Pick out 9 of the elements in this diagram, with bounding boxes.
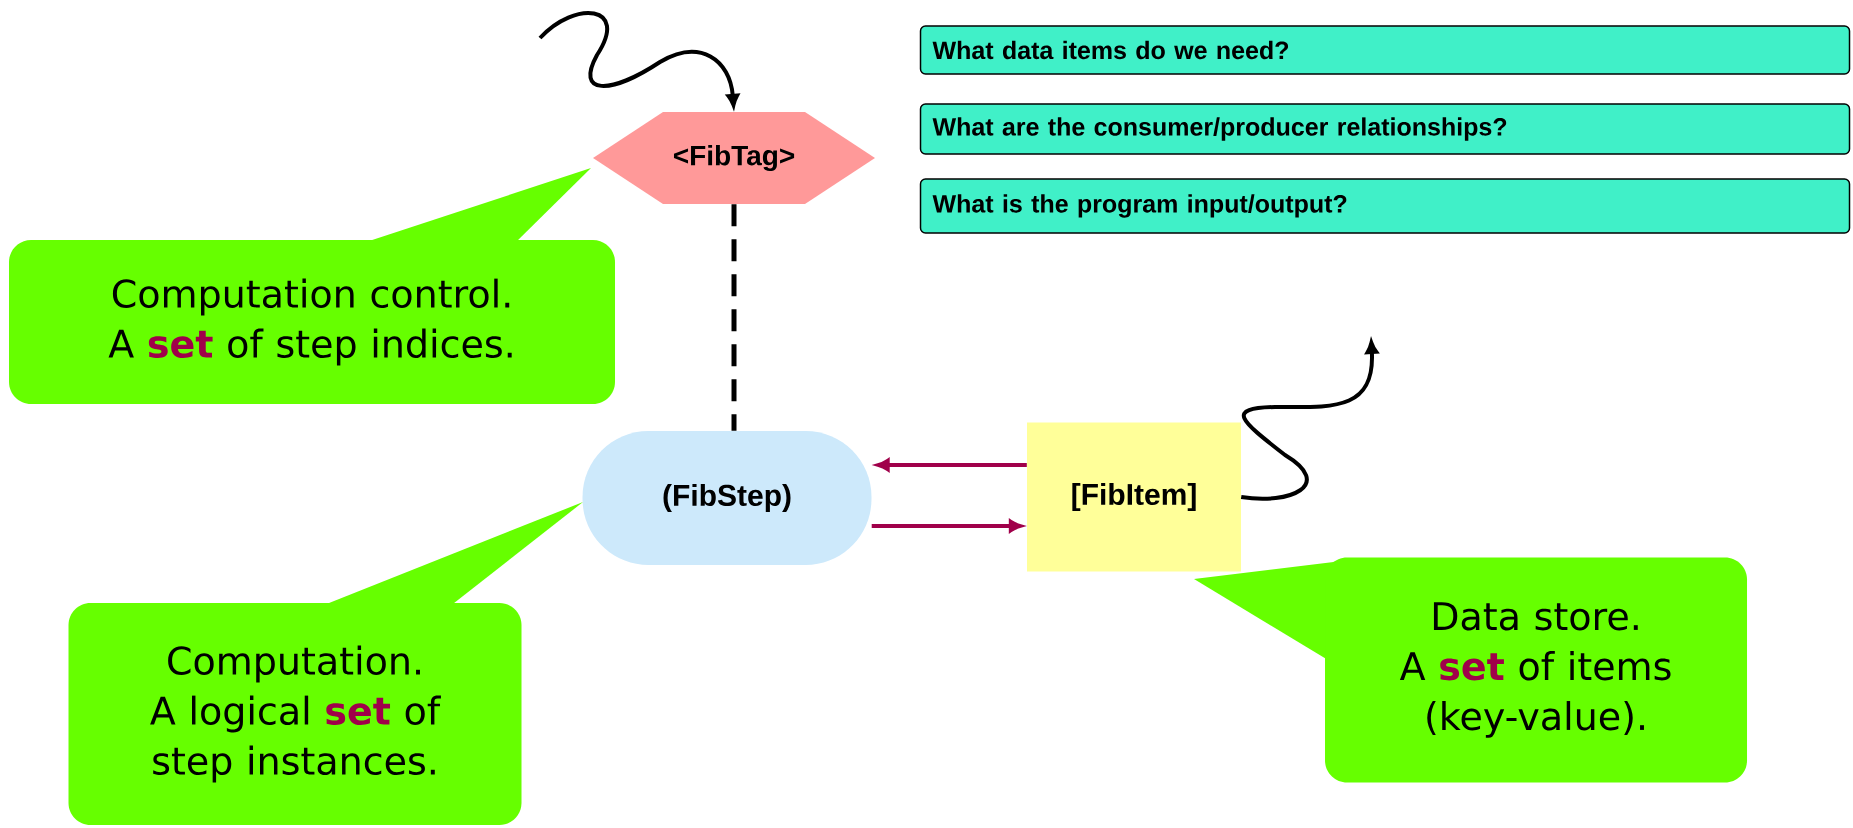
- data-box: [FibItem]: [1027, 422, 1241, 572]
- rounded-node: (FibStep): [582, 431, 872, 565]
- callout-balloon: Data store. A set of items (key-value).: [1194, 557, 1747, 783]
- question-box: What is the program input/output?: [919, 178, 1851, 234]
- hexagon-node: <FibTag>: [593, 112, 875, 204]
- callout-balloon: Computation. A logical set of step instances.: [68, 502, 583, 825]
- callout-balloon: Computation control. A set of step indices.: [9, 168, 615, 404]
- question-box: What data items do we need?: [919, 25, 1851, 75]
- question-box: What are the consumer/producer relationships?: [919, 103, 1851, 155]
